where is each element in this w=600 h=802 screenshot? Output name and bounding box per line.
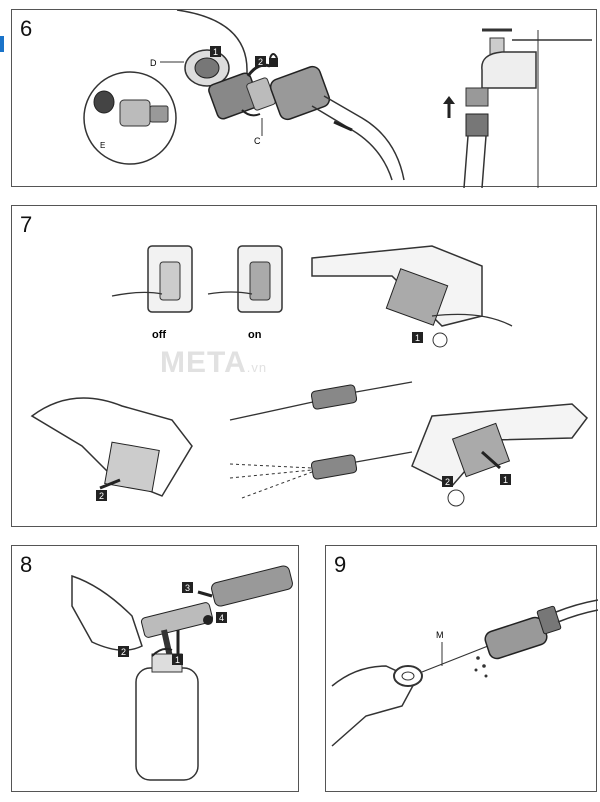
badge-step-3: 3 (185, 583, 190, 593)
lock-icon (269, 58, 278, 67)
badge-step-2: 2 (258, 57, 263, 67)
label-e: E (100, 141, 105, 150)
switch-and-trigger-illustration: off on 1 2 1 2 (30, 245, 589, 507)
step-number: 9 (334, 552, 347, 577)
lock-icon (447, 489, 465, 507)
badge-step-4: 4 (219, 613, 224, 623)
nozzle-cleaning-illustration: M (331, 599, 598, 747)
hose-connection-illustration: D 1 E C 2 (83, 10, 592, 188)
step-number: 7 (20, 212, 33, 237)
badge-step-1: 1 (213, 47, 218, 57)
detergent-bottle-illustration: 1 2 3 4 (71, 565, 293, 781)
badge-step-2: 2 (121, 647, 126, 657)
panel-step-8: 8 1 2 3 4 (11, 545, 299, 792)
label-on: on (248, 329, 262, 341)
badge-step-1-bottom-right: 1 (503, 475, 508, 485)
watermark: META.vn (160, 346, 268, 379)
step-number: 6 (20, 16, 33, 41)
label-m: M (436, 630, 444, 640)
label-off: off (152, 329, 166, 341)
lock-icon (203, 615, 213, 625)
badge-step-1-top: 1 (415, 333, 420, 343)
label-c: C (254, 136, 261, 146)
badge-step-1: 1 (175, 655, 180, 665)
badge-step-2-bottom-left: 2 (99, 491, 104, 501)
panel-step-7: 7 off on 1 2 (11, 205, 597, 527)
side-tab-marker (0, 36, 4, 52)
badge-step-2-bottom-right: 2 (445, 477, 450, 487)
step-number: 8 (20, 552, 33, 577)
panel-step-6: 6 D 1 E C 2 (11, 9, 597, 188)
label-d: D (150, 58, 157, 68)
panel-step-9: 9 M (325, 545, 598, 792)
